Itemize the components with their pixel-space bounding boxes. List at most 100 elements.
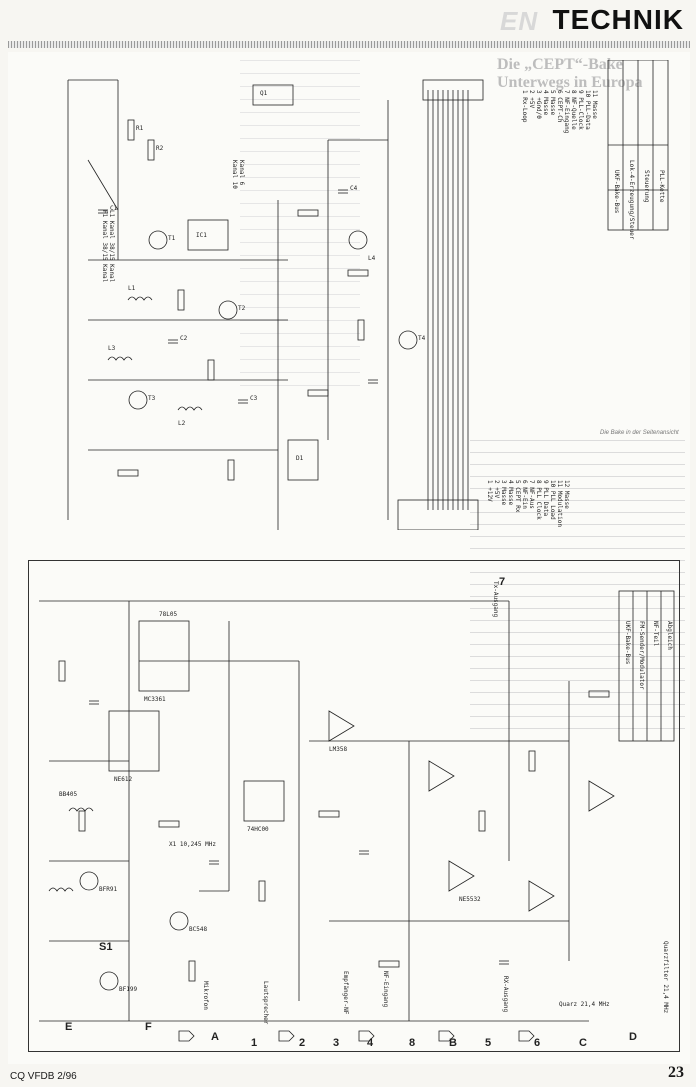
component-label: T3 xyxy=(148,395,156,402)
component-label: R2 xyxy=(156,145,164,152)
component-label: BF199 xyxy=(119,986,138,993)
component-label: C3 xyxy=(250,395,258,402)
issue-label: CQ VFDB 2/96 xyxy=(10,1071,77,1082)
connector-pin: 2 +5V xyxy=(528,90,535,109)
component-label: LM358 xyxy=(329,746,348,753)
component-label: NF-Eingang xyxy=(382,971,389,1008)
bottom-pin: 1 +12V xyxy=(486,480,493,502)
schematic-note: Kanal 6 xyxy=(238,160,245,186)
connector-pin: 7 NF-Eingang xyxy=(563,90,570,134)
terminal-label: 8 xyxy=(409,1037,416,1049)
component-label: L2 xyxy=(178,420,186,427)
title-block-line-4: PLL-Kette xyxy=(658,170,665,203)
bottom-pin: 8 PLL Clock xyxy=(535,480,542,520)
component-label: L4 xyxy=(368,255,376,262)
title-block-line-3: NF-Teil xyxy=(652,621,659,647)
title-block-line-4: Abgleich xyxy=(666,621,673,650)
component-label: Mikrofon xyxy=(202,981,209,1010)
terminal-label: B xyxy=(449,1037,457,1049)
component-label: T2 xyxy=(238,305,246,312)
terminal-label: 2 xyxy=(299,1037,306,1049)
bottom-pin: 3 Masse xyxy=(500,480,507,506)
title-block-line-2: FM-Sender/Modulator xyxy=(638,621,645,690)
component-label: Q1 xyxy=(260,90,268,97)
bottom-pin: 5 CEPT Rx xyxy=(514,480,521,513)
component-label: Quarzfilter 21,4 MHz xyxy=(662,941,669,1014)
component-label: Tx-Ausgang xyxy=(492,581,499,618)
terminal-label: 3 xyxy=(333,1037,340,1049)
connector-pin: 10 PLL-Data xyxy=(584,90,591,130)
ghost-headline-1: Die „CEPT“-Bake xyxy=(497,56,623,73)
terminal-label: C xyxy=(579,1037,587,1049)
background-text-left xyxy=(240,60,360,390)
bottom-pin: 6 NF-Ein xyxy=(521,480,528,509)
ghost-section-title: EN xyxy=(500,6,539,36)
section-title: TECHNIK xyxy=(552,4,684,35)
component-label: BFR91 xyxy=(99,886,118,893)
connector-pin: 11 Masse xyxy=(591,90,598,119)
terminal-label: S1 xyxy=(99,941,113,953)
component-label: 74HC00 xyxy=(247,826,269,833)
terminal-label: 4 xyxy=(367,1037,374,1049)
schematic-top: UKF-Bake-Bus Lok-4-Erzeugung/Steuer Steu… xyxy=(28,60,670,530)
terminal-label: E xyxy=(65,1021,73,1033)
bottom-pin: 7 NF-Aus xyxy=(528,480,535,509)
terminal-label: 5 xyxy=(485,1037,492,1049)
schematic-note: L1 Kanal 38/15 Kanal xyxy=(108,210,115,283)
component-label: Lautsprecher xyxy=(262,981,269,1025)
ghost-headline-2: Unterwegs in Europa xyxy=(497,74,643,91)
component-label: C2 xyxy=(180,335,188,342)
component-label: L3 xyxy=(108,345,116,352)
terminal-label: 1 xyxy=(251,1037,258,1049)
component-label: C1 xyxy=(110,205,118,212)
component-label: BC548 xyxy=(189,926,208,933)
title-block-line-3: Steuerung xyxy=(643,170,650,203)
component-label: T4 xyxy=(418,335,426,342)
component-label: 78L05 xyxy=(159,611,178,618)
terminal-label: 7 xyxy=(499,576,506,588)
component-label: X1 10,245 MHz xyxy=(169,841,216,848)
terminal-label: D xyxy=(629,1031,637,1043)
connector-pin: 8 NF-Quelle xyxy=(570,90,577,130)
terminal-label: F xyxy=(145,1021,152,1033)
page-number: 23 xyxy=(668,1064,684,1081)
terminal-label: A xyxy=(211,1031,219,1043)
connector-pin: 4 Masse xyxy=(542,90,549,116)
component-label: L1 xyxy=(128,285,136,292)
component-label: R1 xyxy=(136,125,144,132)
background-text-right xyxy=(470,440,685,740)
title-block-line-1: UKF-Bake-Bus xyxy=(613,170,620,214)
connector-pin: 3 +Gnd/0 xyxy=(535,90,542,119)
connector-pin: 1 Rx-Loop xyxy=(521,90,528,123)
connector-pin: 5 Masse xyxy=(549,90,556,116)
component-label: RX-Ausgang xyxy=(502,976,509,1013)
schematic-note: Kanal 10 xyxy=(231,160,238,189)
bottom-pin: 10 PLL Load xyxy=(549,480,556,520)
bottom-pin: 4 Masse xyxy=(507,480,514,506)
ghost-headline: Die „CEPT“-Bake Unterwegs in Europa xyxy=(497,56,643,92)
component-label: C4 xyxy=(350,185,358,192)
bottom-pin: 12 Masse xyxy=(563,480,570,509)
component-label: Quarz 21,4 MHz xyxy=(559,1001,610,1008)
schematic-bottom: UKF-Bake-Bus FM-Sender/Modulator NF-Teil… xyxy=(28,560,680,1052)
title-block-line-1: UKF-Bake-Bus xyxy=(624,621,631,665)
component-label: Empfänger-NF xyxy=(342,971,349,1015)
schematic-note: F1 Kanal 38/15 Kanal xyxy=(101,210,108,283)
bottom-pin: 2 +5V xyxy=(493,480,500,499)
bottom-pin: 9 PLL Data xyxy=(542,480,549,517)
component-label: NE5532 xyxy=(459,896,481,903)
component-label: MC3361 xyxy=(144,696,166,703)
component-label: IC1 xyxy=(196,232,207,239)
schematic-top-drawing xyxy=(67,60,669,530)
page-header: EN TECHNIK xyxy=(0,0,696,40)
bottom-pin: 11 Modulation xyxy=(556,480,563,527)
component-label: D1 xyxy=(296,455,304,462)
title-block-line-2: Lok-4-Erzeugung/Steuer xyxy=(628,160,635,240)
component-label: BB405 xyxy=(59,791,78,798)
header-rule xyxy=(8,41,690,48)
connector-pin: 6 CEPT-Ch xyxy=(556,90,563,123)
figure-caption: Die Bake in der Seitenansicht xyxy=(600,430,679,436)
schematic-bottom-drawing xyxy=(39,590,675,1042)
connector-pin: 9 PLL-Clock xyxy=(577,90,584,130)
component-label: T1 xyxy=(168,235,176,242)
